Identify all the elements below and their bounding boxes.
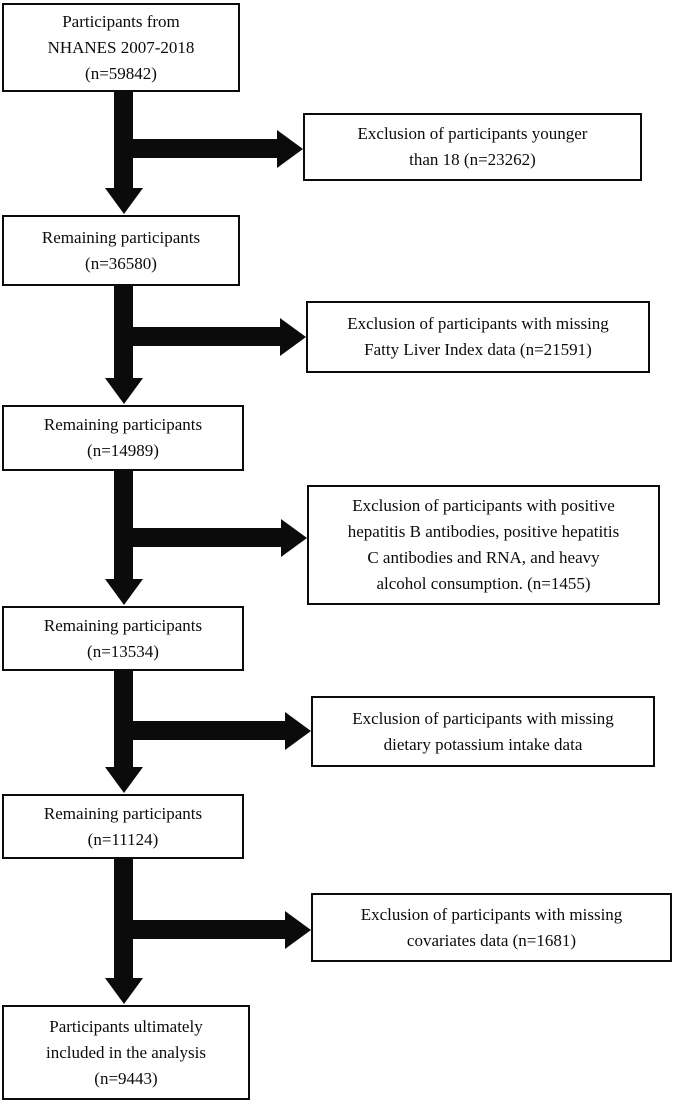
flow-box-remaining-3: Remaining participants (n=13534) [2, 606, 244, 671]
branch-arrow-3-shaft [126, 528, 282, 547]
exclusion-box-1-text: Exclusion of participants younger than 1… [357, 124, 588, 169]
flow-box-remaining-2: Remaining participants (n=14989) [2, 405, 244, 471]
branch-arrow-2-shaft [126, 327, 281, 346]
branch-arrow-5-head-icon [285, 911, 311, 949]
down-arrow-5-head-icon [105, 978, 143, 1004]
branch-arrow-4-head-icon [285, 712, 311, 750]
branch-arrow-2-head-icon [280, 318, 306, 356]
down-arrow-4-head-icon [105, 767, 143, 793]
down-arrow-1-head-icon [105, 188, 143, 214]
exclusion-box-2-text: Exclusion of participants with missing F… [347, 314, 609, 359]
flow-box-initial: Participants from NHANES 2007-2018 (n=59… [2, 3, 240, 92]
down-arrow-2-shaft [114, 285, 133, 379]
flow-box-remaining-1: Remaining participants (n=36580) [2, 215, 240, 286]
flow-box-remaining-2-text: Remaining participants (n=14989) [43, 415, 203, 460]
branch-arrow-5-shaft [126, 920, 286, 939]
branch-arrow-1-shaft [126, 139, 278, 158]
exclusion-box-5-text: Exclusion of participants with missing c… [360, 904, 623, 950]
flow-box-initial-text: Participants from NHANES 2007-2018 (n=59… [47, 11, 195, 83]
branch-arrow-3-head-icon [281, 519, 307, 557]
exclusion-box-1: Exclusion of participants younger than 1… [303, 113, 642, 181]
exclusion-box-5: Exclusion of participants with missing c… [311, 893, 672, 962]
branch-arrow-1-head-icon [277, 130, 303, 168]
down-arrow-2-head-icon [105, 378, 143, 404]
exclusion-box-4-text: Exclusion of participants with missing d… [352, 708, 614, 754]
branch-arrow-4-shaft [126, 721, 286, 740]
exclusion-box-4: Exclusion of participants with missing d… [311, 696, 655, 767]
down-arrow-5-shaft [114, 858, 133, 979]
down-arrow-1-shaft [114, 91, 133, 189]
exclusion-box-2: Exclusion of participants with missing F… [306, 301, 650, 373]
flow-box-final: Participants ultimately included in the … [2, 1005, 250, 1100]
flow-box-remaining-4: Remaining participants (n=11124) [2, 794, 244, 859]
flow-box-remaining-3-text: Remaining participants (n=13534) [43, 615, 203, 661]
down-arrow-4-shaft [114, 670, 133, 768]
down-arrow-3-head-icon [105, 579, 143, 605]
exclusion-box-3-text: Exclusion of participants with positive … [347, 496, 620, 593]
flow-box-remaining-1-text: Remaining participants (n=36580) [41, 227, 201, 273]
flow-box-remaining-4-text: Remaining participants (n=11124) [43, 803, 203, 849]
exclusion-box-3: Exclusion of participants with positive … [307, 485, 660, 605]
flow-box-final-text: Participants ultimately included in the … [45, 1016, 207, 1088]
down-arrow-3-shaft [114, 469, 133, 580]
